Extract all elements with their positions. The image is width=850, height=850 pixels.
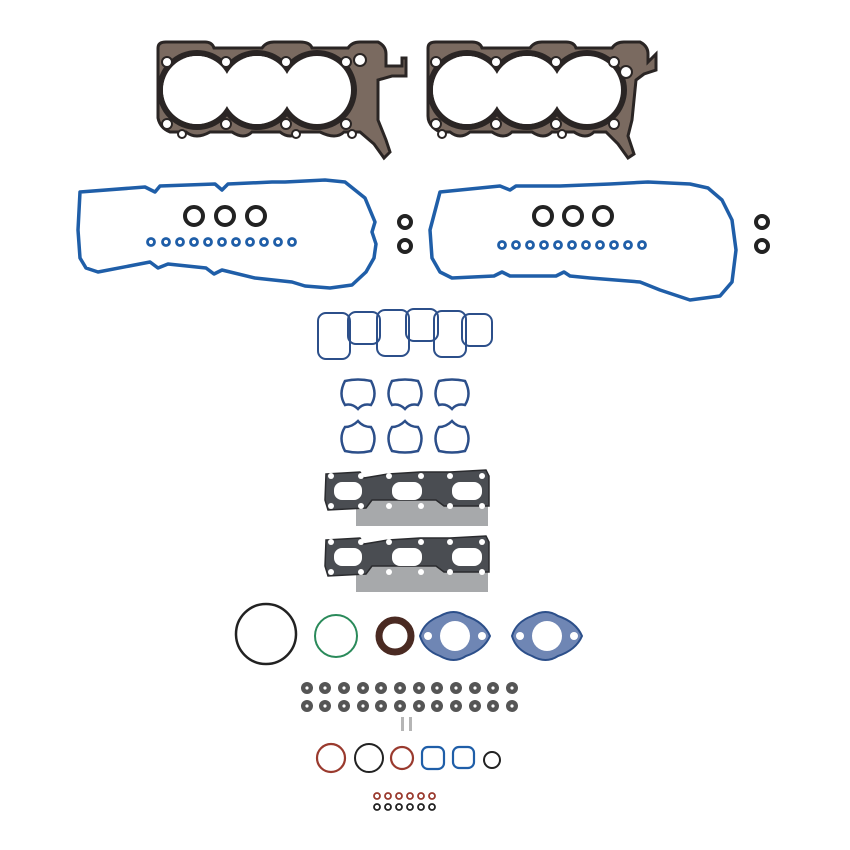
exhaust-manifold-gasket-2 bbox=[324, 535, 490, 592]
left-valve-cover-gasket bbox=[76, 178, 413, 290]
right-head-gasket bbox=[426, 40, 658, 161]
left-head-gasket bbox=[156, 40, 408, 161]
intake-port-rings bbox=[340, 378, 470, 454]
exhaust-flange-gasket-1 bbox=[418, 611, 492, 661]
right-valve-cover-gasket bbox=[428, 180, 770, 302]
intake-manifold-gasket bbox=[317, 308, 493, 360]
front-crank-seal bbox=[375, 616, 415, 656]
exhaust-flange-gasket-2 bbox=[510, 611, 584, 661]
large-black-oring bbox=[234, 602, 298, 666]
tiny-orings bbox=[373, 792, 436, 811]
valve-stem-seals bbox=[301, 682, 518, 712]
small-seals bbox=[315, 742, 501, 774]
green-oring bbox=[314, 614, 358, 658]
exhaust-manifold-gasket-1 bbox=[324, 469, 490, 526]
dowel-pins bbox=[401, 717, 412, 731]
